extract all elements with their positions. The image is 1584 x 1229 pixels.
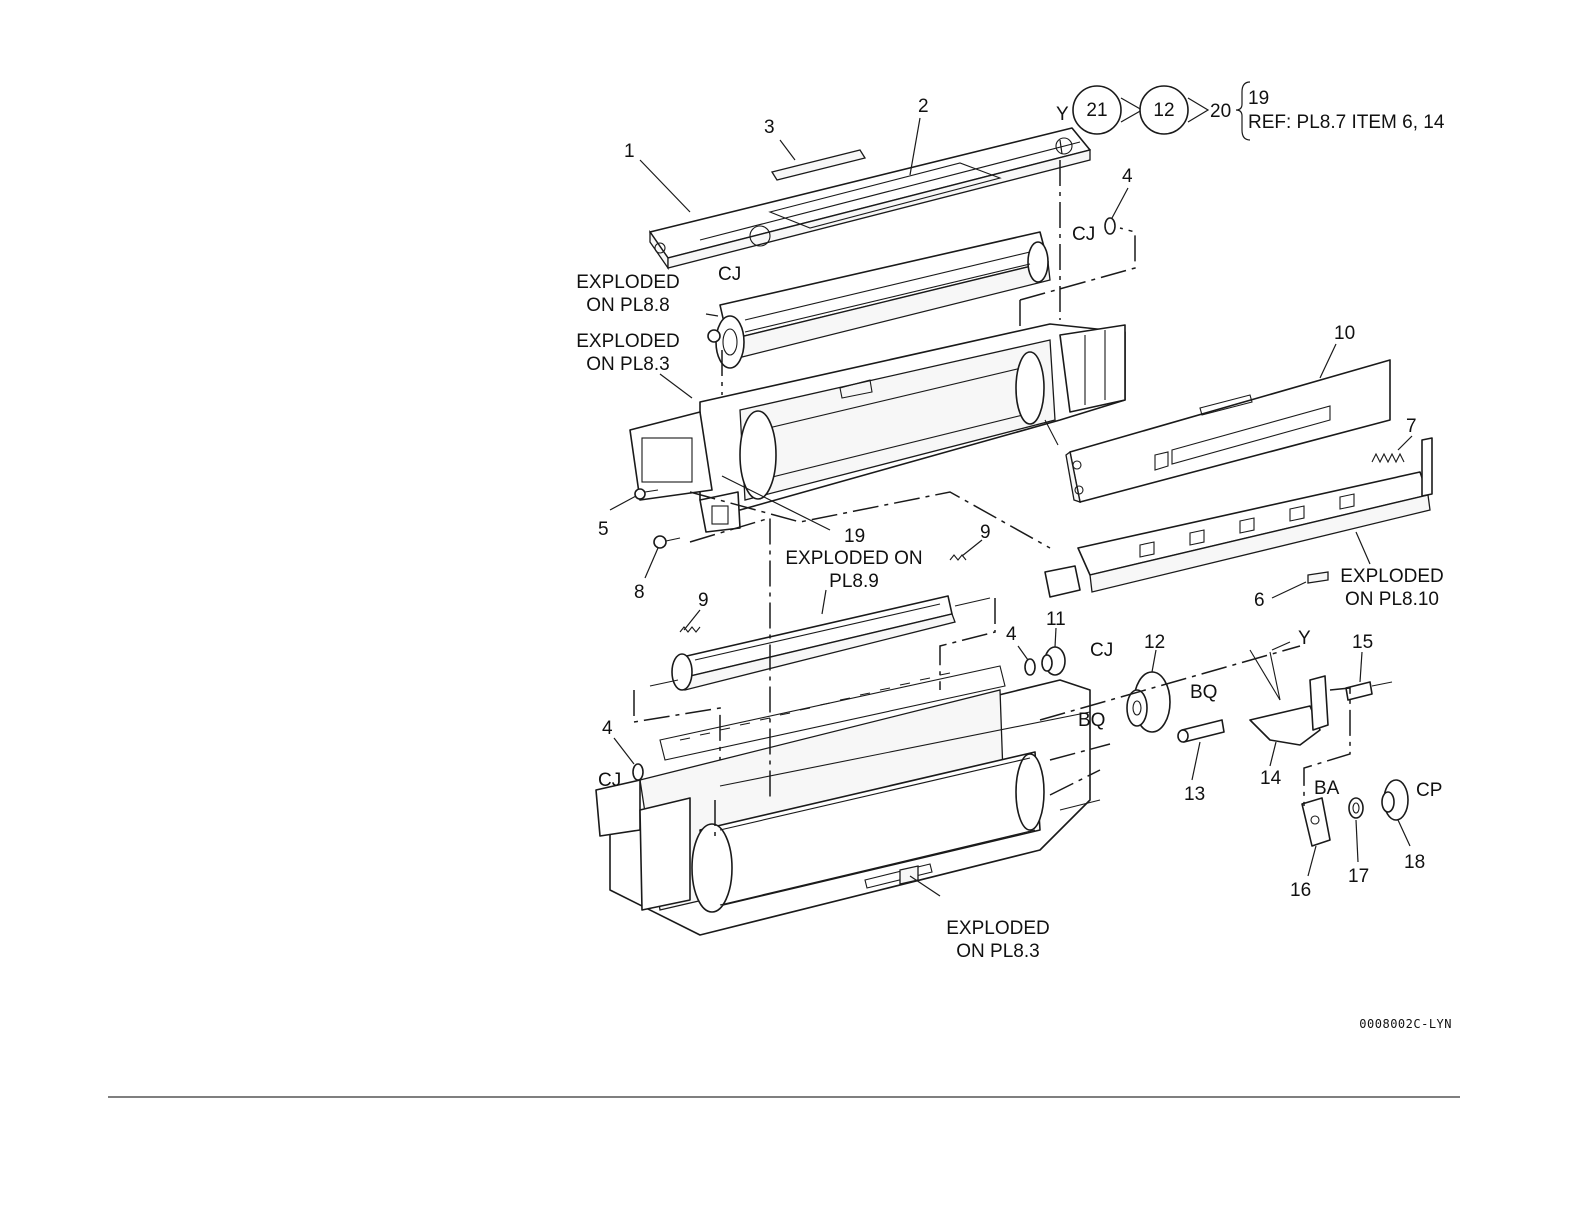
- connector-y-right: Y: [1298, 628, 1311, 649]
- callout-17: 17: [1348, 866, 1369, 887]
- callout-5: 5: [598, 519, 609, 540]
- callout-1: 1: [624, 141, 635, 162]
- part-spring-9a: [680, 627, 700, 632]
- connector-cj-left: CJ: [718, 264, 741, 285]
- figure-id: 0008002C-LYN: [1359, 1017, 1452, 1031]
- note-pl88-line1: EXPLODED: [576, 272, 679, 293]
- kit-brace-line2: REF: PL8.7 ITEM 6, 14: [1248, 112, 1445, 133]
- note-pl89-line2: PL8.9: [829, 571, 879, 592]
- callout-4-mid: 4: [1006, 624, 1017, 645]
- callout-2: 2: [918, 96, 929, 117]
- callout-10: 10: [1334, 323, 1355, 344]
- part-lower-chassis: [596, 666, 1100, 935]
- part-spring-9b: [950, 555, 966, 560]
- connector-cj-top: CJ: [1072, 224, 1095, 245]
- part-screw-8: [654, 536, 680, 548]
- part-bearing-4-top: [1105, 218, 1115, 234]
- callout-9-left: 9: [698, 590, 709, 611]
- note-pl83-top-line1: EXPLODED: [576, 331, 679, 352]
- part-bracket-14: [1250, 650, 1328, 745]
- callout-12: 12: [1144, 632, 1165, 653]
- part-bearing-4-mid: [1025, 659, 1035, 675]
- callout-14: 14: [1260, 768, 1282, 789]
- note-pl89-line1: EXPLODED ON: [785, 548, 922, 569]
- part-gear-11: [1042, 647, 1065, 675]
- callout-15: 15: [1352, 632, 1373, 653]
- connector-bq-upper: BQ: [1190, 682, 1217, 703]
- part-washer-17: [1349, 798, 1363, 818]
- callout-4-low: 4: [602, 718, 613, 739]
- connector-bq-lower: BQ: [1078, 710, 1105, 731]
- callout-9-right: 9: [980, 522, 991, 543]
- callout-11: 11: [1046, 609, 1066, 630]
- note-pl810-line2: ON PL8.10: [1345, 589, 1439, 610]
- kit-circle-inner-label: 12: [1153, 100, 1174, 121]
- callout-13: 13: [1184, 784, 1205, 805]
- callout-7: 7: [1406, 416, 1417, 437]
- kit-circle-outer-label: 21: [1086, 100, 1107, 121]
- part-plate-16: [1302, 798, 1330, 846]
- callout-6: 6: [1254, 590, 1265, 611]
- connector-cp: CP: [1416, 780, 1442, 801]
- part-upper-frame: [630, 324, 1125, 532]
- connector-cj-bottom: CJ: [598, 770, 621, 791]
- part-label-plate: [772, 150, 865, 180]
- part-gear-12: [1127, 672, 1170, 732]
- kit-result-label: 20: [1210, 101, 1231, 122]
- note-pl83-bottom-line2: ON PL8.3: [956, 941, 1039, 962]
- callout-4-top: 4: [1122, 166, 1133, 187]
- kit-brace-line1: 19: [1248, 88, 1269, 109]
- part-shaft-15: [1346, 682, 1392, 700]
- connector-ba: BA: [1314, 778, 1340, 799]
- callout-18: 18: [1404, 852, 1425, 873]
- connector-cj-gear: CJ: [1090, 640, 1113, 661]
- note-pl83-bottom-line1: EXPLODED: [946, 918, 1049, 939]
- part-shaft-13: [1178, 720, 1224, 742]
- callout-16: 16: [1290, 880, 1311, 901]
- note-pl83-top-line2: ON PL8.3: [586, 354, 669, 375]
- connector-y-top: Y: [1056, 104, 1069, 125]
- note-pl88-line2: ON PL8.8: [586, 295, 669, 316]
- kit-notation: 21 12 20 19 REF: PL8.7 ITEM 6, 14: [1073, 82, 1445, 140]
- note-pl810-line1: EXPLODED: [1340, 566, 1443, 587]
- part-gear-18: [1382, 780, 1408, 820]
- part-bearing-4-low: [633, 764, 643, 780]
- callout-8: 8: [634, 582, 645, 603]
- callout-19: 19: [844, 526, 865, 547]
- callout-3: 3: [764, 117, 775, 138]
